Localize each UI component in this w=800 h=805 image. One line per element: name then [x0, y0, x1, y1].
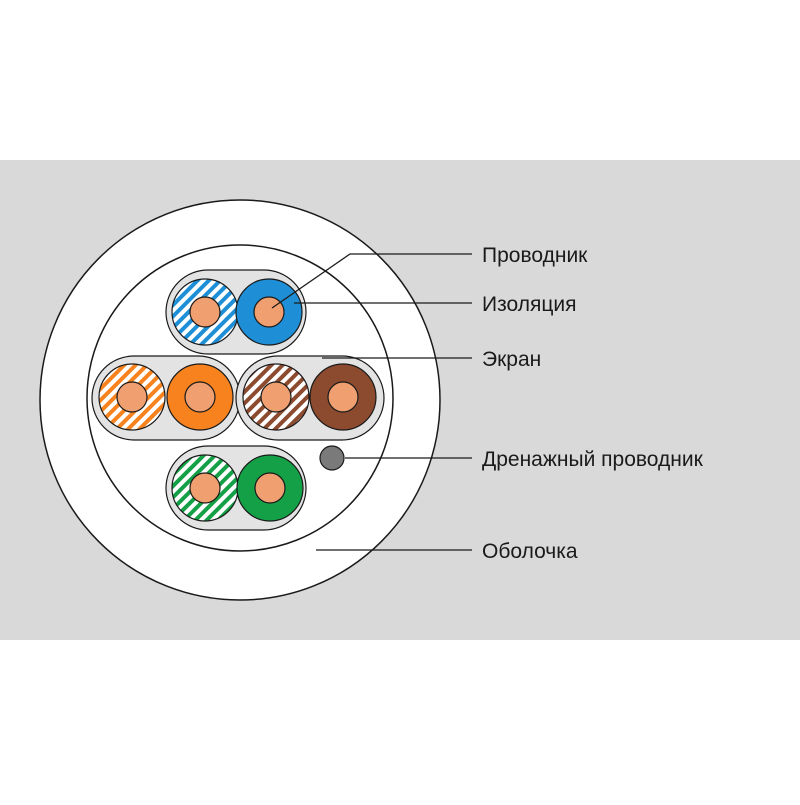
wire-green-white-conductor — [189, 472, 221, 504]
drain-wire — [319, 445, 345, 471]
wire-brown-white-conductor — [260, 381, 292, 413]
wire-blue-conductor — [253, 296, 285, 328]
wire-green-conductor — [254, 472, 286, 504]
wire-brown-conductor — [327, 381, 359, 413]
label-drain-wire: Дренажный проводник — [482, 448, 704, 471]
label-shield: Экран — [482, 348, 541, 371]
wire-blue-white-conductor — [189, 296, 221, 328]
leader-line-conductor — [271, 253, 472, 309]
label-conductor: Проводник — [482, 244, 588, 267]
wire-orange-white-conductor — [116, 381, 148, 413]
wire-orange-conductor — [184, 381, 216, 413]
label-jacket: Оболочка — [482, 540, 578, 563]
label-insulation: Изоляция — [482, 293, 576, 316]
